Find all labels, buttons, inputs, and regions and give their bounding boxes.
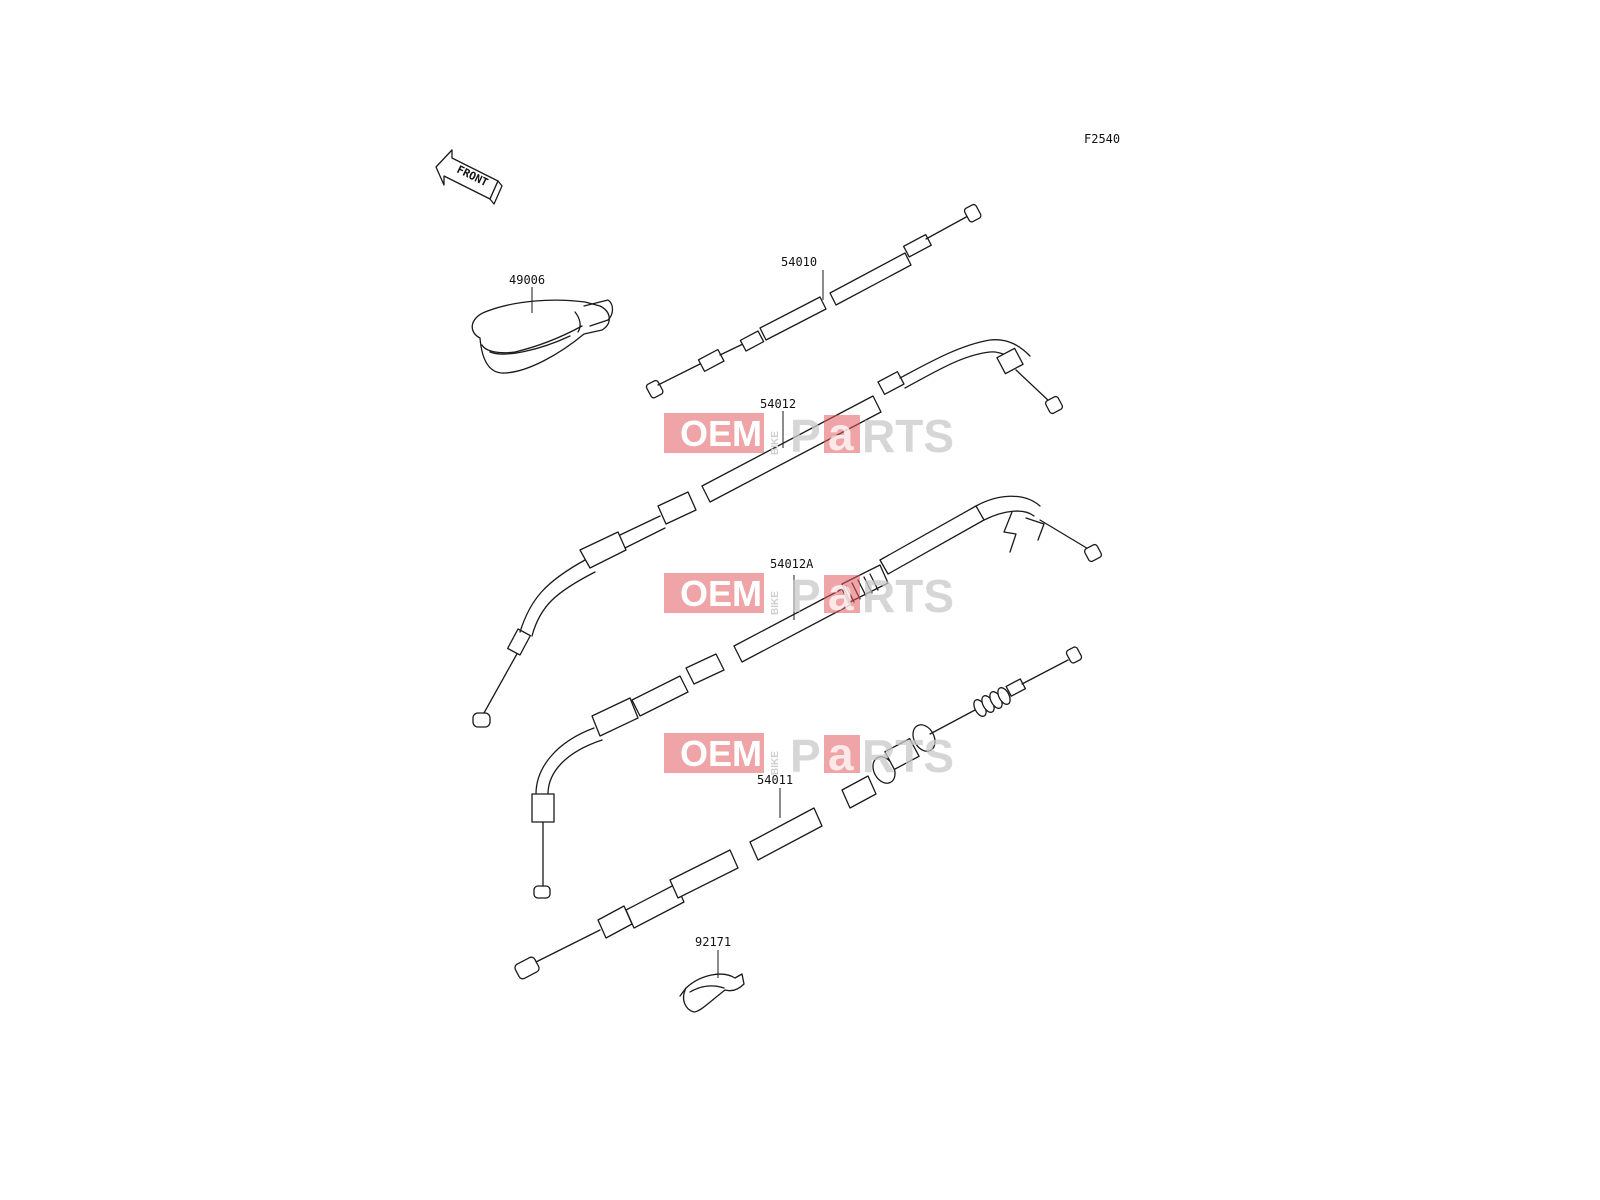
part-label-54012: 54012 (760, 397, 796, 411)
front-arrow-icon: FRONT (435, 149, 503, 205)
part-54011-cable (514, 646, 1083, 980)
svg-text:BIKE: BIKE (770, 751, 781, 775)
svg-text:OEM: OEM (680, 573, 762, 614)
svg-text:P: P (790, 730, 821, 782)
part-label-49006: 49006 (509, 273, 545, 287)
svg-text:RTS: RTS (862, 410, 954, 462)
svg-text:OEM: OEM (680, 413, 762, 454)
watermark-3: OEM BIKE P a RTS (664, 728, 954, 782)
part-label-54011: 54011 (757, 773, 793, 787)
svg-text:OEM: OEM (680, 733, 762, 774)
svg-text:P: P (790, 570, 821, 622)
part-label-54010: 54010 (781, 255, 817, 269)
part-label-54012a: 54012A (770, 557, 814, 571)
svg-text:P: P (790, 410, 821, 462)
part-92171-clamp (679, 950, 745, 1013)
svg-text:RTS: RTS (862, 730, 954, 782)
svg-text:RTS: RTS (862, 570, 954, 622)
part-49006-boot (471, 287, 614, 374)
part-54010-cable (645, 203, 982, 399)
watermark-2: OEM BIKE P a RTS (664, 568, 954, 622)
diagram-code: F2540 (1084, 132, 1120, 146)
svg-text:a: a (828, 408, 854, 460)
svg-text:BIKE: BIKE (770, 591, 781, 615)
svg-text:BIKE: BIKE (770, 431, 781, 455)
part-label-92171: 92171 (695, 935, 731, 949)
watermark-1: OEM BIKE P a RTS (664, 408, 954, 462)
svg-text:a: a (828, 568, 854, 620)
part-54012a-cable (531, 495, 1103, 899)
svg-text:a: a (828, 728, 854, 780)
